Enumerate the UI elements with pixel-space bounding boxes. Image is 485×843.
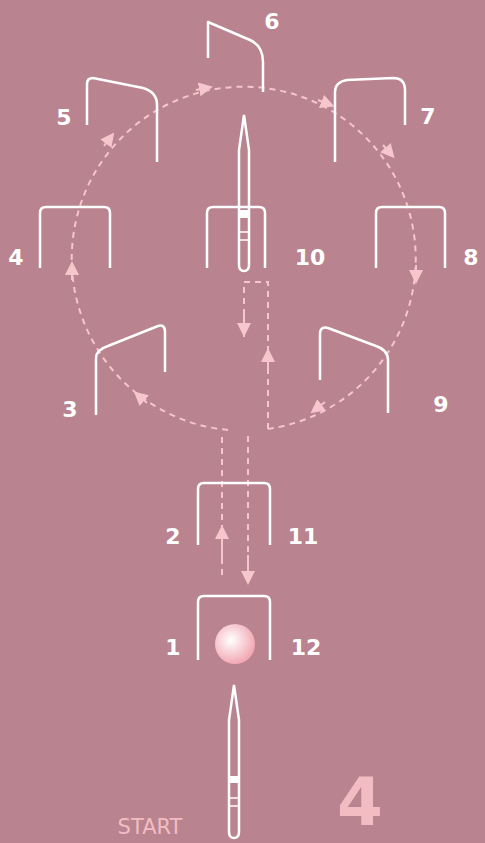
hoop [87, 78, 157, 162]
hoop [207, 207, 265, 268]
hoop [40, 207, 110, 268]
hoop [198, 483, 270, 545]
hoop [335, 78, 405, 162]
peg-route [244, 282, 268, 429]
hoop-number: 8 [463, 247, 478, 269]
hoop [96, 326, 165, 415]
peg-band [229, 776, 239, 783]
diagram-number: 4 [337, 770, 383, 836]
center-peg [239, 115, 249, 271]
start-peg [229, 685, 239, 838]
hoop-number: 3 [62, 399, 77, 421]
hoop-number: 1 [165, 637, 180, 659]
hoop-number: 5 [56, 107, 71, 129]
hoop-number: 7 [420, 106, 435, 128]
hoop-number: 10 [295, 247, 326, 269]
hoop-number: 9 [433, 394, 448, 416]
hoop [208, 22, 263, 92]
start-label: START [118, 817, 183, 838]
up-route [221, 436, 223, 575]
hoop-number: 2 [165, 526, 180, 548]
down-route [247, 436, 249, 575]
hoop [376, 207, 445, 268]
hoops [40, 22, 445, 660]
hoop-number: 4 [8, 247, 23, 269]
circle-route [72, 87, 416, 430]
hoop-number: 6 [264, 11, 279, 33]
hoop-number: 12 [291, 637, 322, 659]
hoop [320, 328, 388, 413]
route-arrows [72, 88, 416, 578]
ball [215, 624, 255, 664]
peg-band [239, 210, 249, 218]
hoop-number: 11 [288, 526, 319, 548]
course-path [72, 87, 416, 575]
